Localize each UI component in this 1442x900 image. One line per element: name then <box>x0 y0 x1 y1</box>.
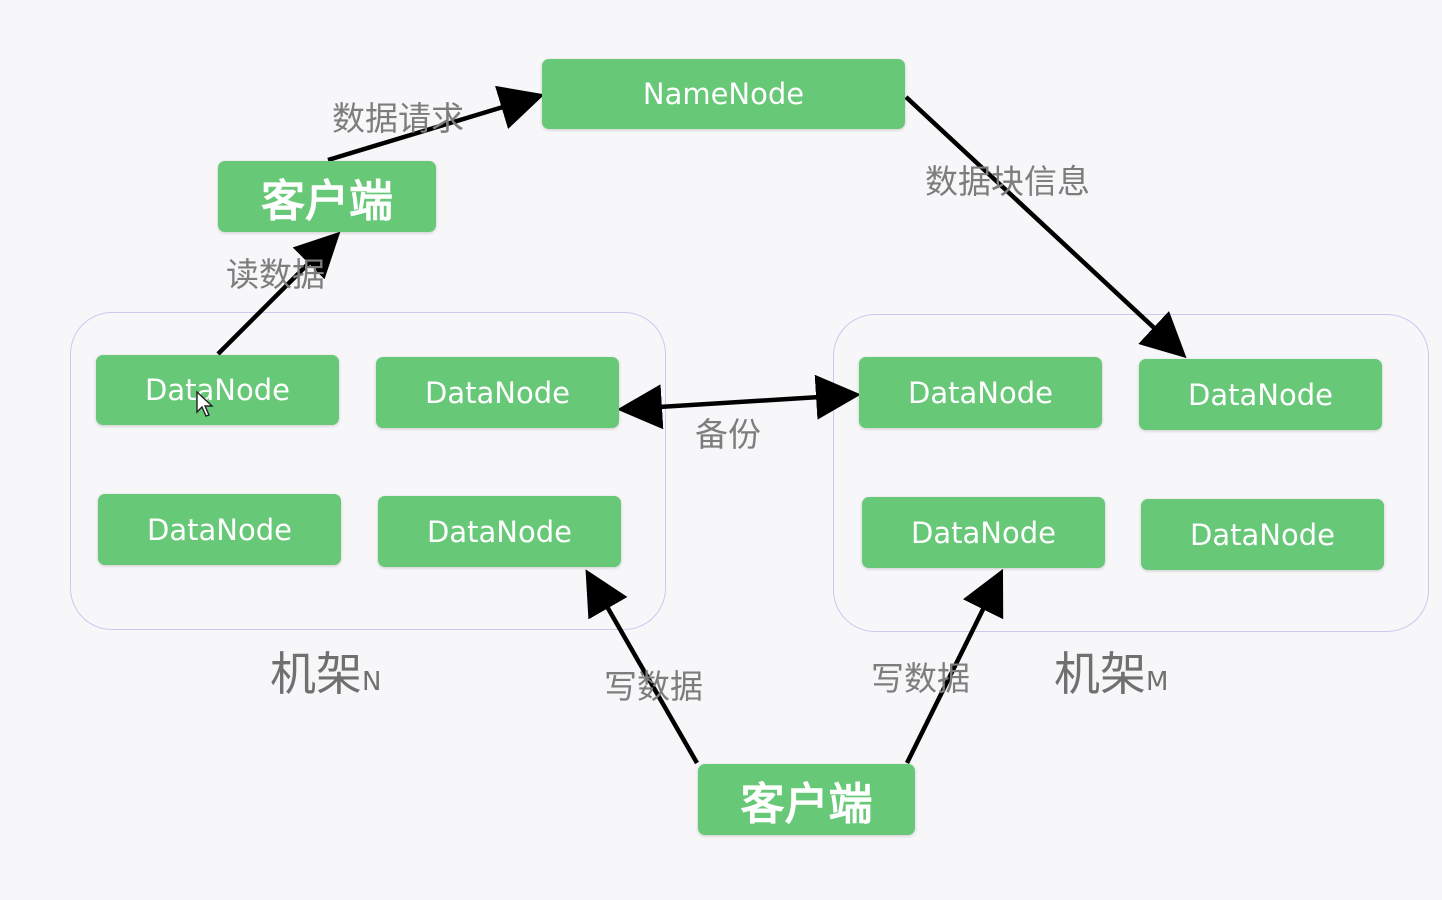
namenode-box[interactable]: NameNode <box>542 59 905 129</box>
arrow-backup <box>617 374 861 430</box>
datanode-n-1[interactable]: DataNode <box>96 355 339 425</box>
client-bottom-box[interactable]: 客户端 <box>698 764 915 835</box>
datanode-label: DataNode <box>425 375 570 410</box>
arrow-write-data-right <box>904 568 1004 764</box>
rack-n-container <box>70 312 666 630</box>
label-data-request: 数据请求 <box>332 99 464 138</box>
mouse-cursor-icon <box>196 390 214 417</box>
datanode-n-4[interactable]: DataNode <box>378 496 621 567</box>
label-read-data: 读数据 <box>226 255 325 294</box>
label-write-data-right: 写数据 <box>871 659 970 698</box>
rack-m-name: 机架 <box>1054 647 1146 701</box>
namenode-label: NameNode <box>642 77 805 111</box>
client-bottom-label: 客户端 <box>740 778 873 830</box>
rack-n-name: 机架 <box>270 647 362 701</box>
rack-m-container <box>833 314 1429 632</box>
datanode-label: DataNode <box>145 373 290 407</box>
arrow-data-request <box>327 85 545 163</box>
datanode-m-4[interactable]: DataNode <box>1141 499 1384 570</box>
client-top-label: 客户端 <box>261 175 393 227</box>
rack-n-suffix: N <box>362 667 382 697</box>
datanode-m-1[interactable]: DataNode <box>859 357 1102 428</box>
arrow-block-info <box>904 95 1187 359</box>
datanode-label: DataNode <box>908 375 1053 410</box>
datanode-label: DataNode <box>1188 377 1333 412</box>
datanode-m-3[interactable]: DataNode <box>862 497 1105 568</box>
label-write-data-left: 写数据 <box>604 667 703 706</box>
datanode-m-2[interactable]: DataNode <box>1139 359 1382 430</box>
datanode-label: DataNode <box>427 514 572 549</box>
arrow-read-data <box>216 231 341 356</box>
datanode-label: DataNode <box>147 512 292 547</box>
datanode-label: DataNode <box>1190 517 1335 552</box>
datanode-n-2[interactable]: DataNode <box>376 357 619 428</box>
datanode-n-3[interactable]: DataNode <box>98 494 341 565</box>
client-top-box[interactable]: 客户端 <box>218 161 436 232</box>
rack-n-label: 机架N <box>270 651 381 697</box>
label-backup: 备份 <box>695 415 761 454</box>
label-block-info: 数据块信息 <box>925 162 1090 201</box>
rack-m-suffix: M <box>1146 667 1169 697</box>
arrow-write-data-left <box>585 569 699 765</box>
datanode-label: DataNode <box>911 515 1056 550</box>
rack-m-label: 机架M <box>1054 651 1168 697</box>
